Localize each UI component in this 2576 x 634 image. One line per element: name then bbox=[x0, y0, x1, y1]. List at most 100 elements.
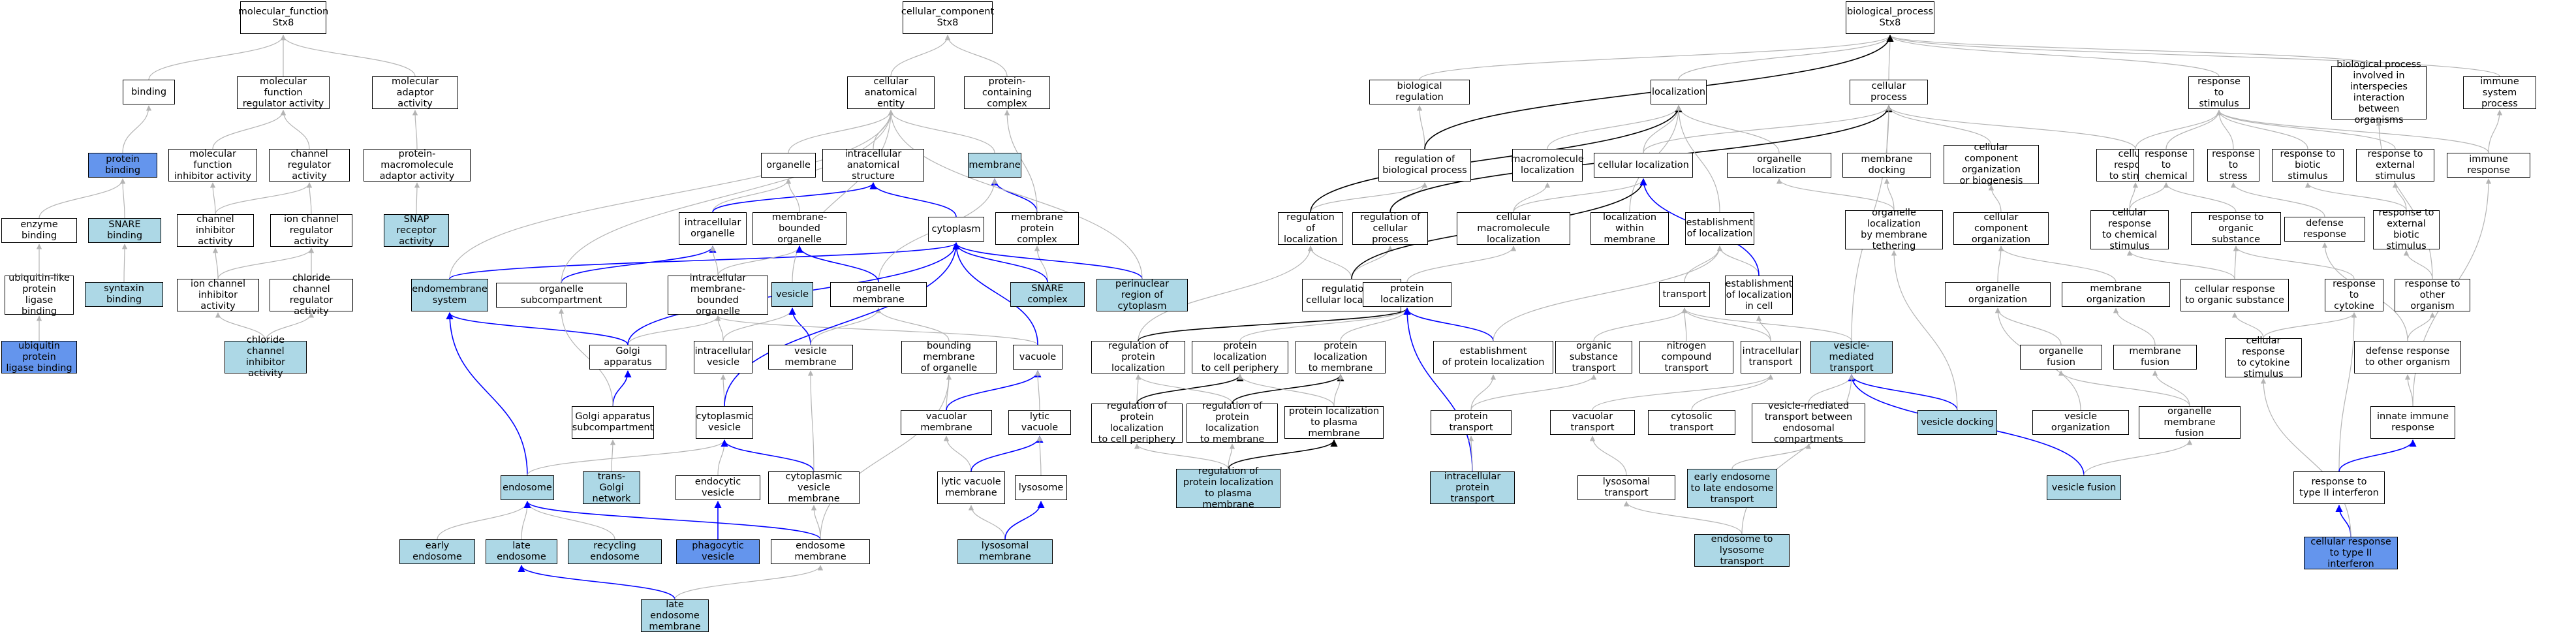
edge-intraorg-to-ias bbox=[712, 182, 877, 213]
node-vesicle: vesicle bbox=[771, 282, 813, 307]
node-orgfusion: organelle fusion bbox=[2020, 345, 2102, 370]
edge-nct-to-transport bbox=[1681, 308, 1688, 341]
edge-pcc-to-cc bbox=[944, 35, 1008, 77]
edge-orgsub-to-cae bbox=[561, 110, 894, 283]
edge-golgi-to-imbo bbox=[627, 315, 721, 345]
edge-protloc-to-cml bbox=[1406, 246, 1517, 283]
edge-cae-to-cc bbox=[890, 35, 951, 77]
node-vacuole: vacuole bbox=[1013, 345, 1063, 370]
edge-clchinh-to-clchreg bbox=[265, 312, 315, 341]
edge-cr2ifn-to-crcs bbox=[2260, 378, 2351, 537]
edge-regplcp-to-regpl bbox=[1135, 374, 1141, 404]
node-mpc: membrane protein complex bbox=[995, 212, 1079, 245]
edge-pmad-to-molad bbox=[412, 110, 418, 150]
node-regplm: regulation of protein localization to me… bbox=[1187, 401, 1278, 445]
edge-lysotrans-to-vactrans bbox=[1589, 436, 1627, 476]
node-cml: cellular macromolecule localization bbox=[1457, 212, 1570, 245]
node-regplpm: regulation of protein localization to pl… bbox=[1176, 466, 1280, 510]
node-eetole: early endosome to late endosome transpor… bbox=[1687, 469, 1777, 508]
edge-ost-to-transport bbox=[1593, 308, 1688, 341]
edge-lateendomem-to-lateendo bbox=[518, 564, 675, 600]
edge-regpl-to-protloc bbox=[1138, 307, 1411, 341]
edge-respebs-to-respbiotic bbox=[2304, 182, 2407, 211]
edge-respoo-to-bpinter bbox=[2376, 120, 2433, 279]
node-regbp: regulation of biological process bbox=[1378, 149, 1471, 182]
edge-orgmem-to-mbo bbox=[796, 245, 879, 283]
node-protloc: protein localization bbox=[1363, 282, 1451, 307]
node-respos: response to organic substance bbox=[2191, 212, 2281, 245]
node-vesorg: vesicle organization bbox=[2032, 410, 2129, 435]
node-lateendomem: late endosome membrane bbox=[641, 599, 709, 632]
node-chreg: channel regulator activity bbox=[269, 149, 350, 182]
node-pmad: protein-macromolecule adaptor activity bbox=[364, 149, 471, 182]
edge-omf-to-orgfusion bbox=[2058, 370, 2190, 407]
node-cvm: cytoplasmic vesicle membrane bbox=[768, 471, 860, 504]
node-vacmem: vacuolar membrane bbox=[901, 410, 992, 435]
edge-lysomem-to-lvm bbox=[968, 505, 1006, 540]
node-regplcp: regulation of protein localization to ce… bbox=[1091, 401, 1183, 445]
node-nct: nitrogen compound transport bbox=[1639, 341, 1733, 373]
edge-cytves-to-cytoplasm bbox=[724, 242, 960, 407]
node-ccob: cellular component organization or bioge… bbox=[1944, 142, 2039, 186]
node-membrane: membrane bbox=[968, 153, 1021, 178]
edge-intraorg-to-organelle bbox=[712, 178, 792, 213]
edge-innate-to-defroo bbox=[2404, 374, 2413, 407]
node-lysotrans: lysosomal transport bbox=[1577, 475, 1675, 500]
edge-plcp-to-protloc bbox=[1239, 308, 1410, 341]
edge-resp2ifn-to-innate bbox=[2338, 439, 2417, 472]
node-bioreg: biological regulation bbox=[1369, 80, 1470, 104]
edge-crcs-to-respcyt bbox=[2263, 312, 2357, 339]
edge-snarecx-to-mpc bbox=[1034, 246, 1048, 283]
edge-perinuc-to-cytoplasm bbox=[952, 242, 1143, 279]
edge-vactrans-to-intratrans bbox=[1592, 374, 1774, 411]
node-intraves: intracellular vesicle bbox=[694, 341, 753, 373]
node-regcp: regulation of cellular process bbox=[1352, 212, 1428, 245]
node-vmtbec: vesicle-mediated transport between endos… bbox=[1752, 401, 1865, 445]
edge-intratrans-to-transport bbox=[1681, 308, 1771, 341]
node-ionchinh: ion channel inhibitor activity bbox=[177, 279, 259, 311]
edge-immresp-to-respstim bbox=[2216, 110, 2489, 153]
edge-regloc-to-regbp bbox=[1310, 182, 1428, 213]
edge-localization-to-bp bbox=[1678, 35, 1893, 80]
edge-golgisub-to-golgi bbox=[612, 370, 632, 407]
node-ias: intracellular anatomical structure bbox=[822, 149, 924, 182]
edge-endosome-to-endosys bbox=[446, 311, 528, 476]
edge-memfusion-to-memorg bbox=[2113, 308, 2156, 345]
edge-endosys-to-cae bbox=[449, 110, 894, 279]
edge-transport-to-estloc bbox=[1684, 246, 1723, 283]
node-mfinh: molecular function inhibitor activity bbox=[168, 149, 257, 182]
node-lvm: lytic vacuole membrane bbox=[937, 471, 1005, 504]
edge-bioreg-to-bp bbox=[1419, 35, 1893, 80]
edge-bmo-to-orgmem bbox=[875, 308, 950, 341]
node-orgloc: organelle localization bbox=[1727, 153, 1831, 178]
node-regpl: regulation of protein localization bbox=[1091, 341, 1185, 373]
edge-prottrans-to-ost bbox=[1470, 374, 1597, 411]
node-cae: cellular anatomical entity bbox=[847, 76, 935, 109]
node-respcyt: response to cytokine bbox=[2325, 279, 2383, 311]
node-localization: localization bbox=[1651, 80, 1707, 104]
edge-snarecx-to-cytoplasm bbox=[952, 242, 1048, 283]
node-mfreg: molecular function regulator activity bbox=[237, 76, 330, 109]
edge-regplpm-to-plpm bbox=[1228, 439, 1338, 469]
node-clchinh: chloride channel inhibitor activity bbox=[225, 335, 307, 379]
node-cellproc: cellular process bbox=[1850, 80, 1928, 104]
node-binding: binding bbox=[123, 80, 175, 104]
edge-estloc-to-localization bbox=[1675, 105, 1720, 213]
edge-imbo-to-intraorg bbox=[709, 246, 719, 276]
node-ionchreg: ion channel regulator activity bbox=[270, 214, 352, 247]
edge-endomem-to-bmo bbox=[820, 374, 952, 540]
node-respstress: response to stress bbox=[2207, 149, 2259, 182]
edge-clchinh-to-ionchinh bbox=[215, 312, 266, 341]
edge-omf-to-memfusion bbox=[2152, 370, 2190, 407]
edge-cml-to-macroloc bbox=[1513, 182, 1551, 213]
node-lateendo: late endosome bbox=[486, 539, 557, 564]
node-endosome: endosome bbox=[501, 475, 554, 500]
node-molad: molecular adaptor activity bbox=[372, 76, 458, 109]
edge-golgisub-to-orgsub bbox=[558, 308, 613, 407]
edge-cros-to-crchem bbox=[2126, 250, 2235, 279]
edge-lysomem-to-lysosome bbox=[1004, 500, 1045, 540]
node-vesdock: vesicle docking bbox=[1917, 410, 1997, 435]
node-memfusion: membrane fusion bbox=[2113, 345, 2197, 370]
edge-cellresp-to-respstim bbox=[2135, 110, 2222, 150]
edge-vmtbec-to-vmt bbox=[1808, 374, 1855, 404]
